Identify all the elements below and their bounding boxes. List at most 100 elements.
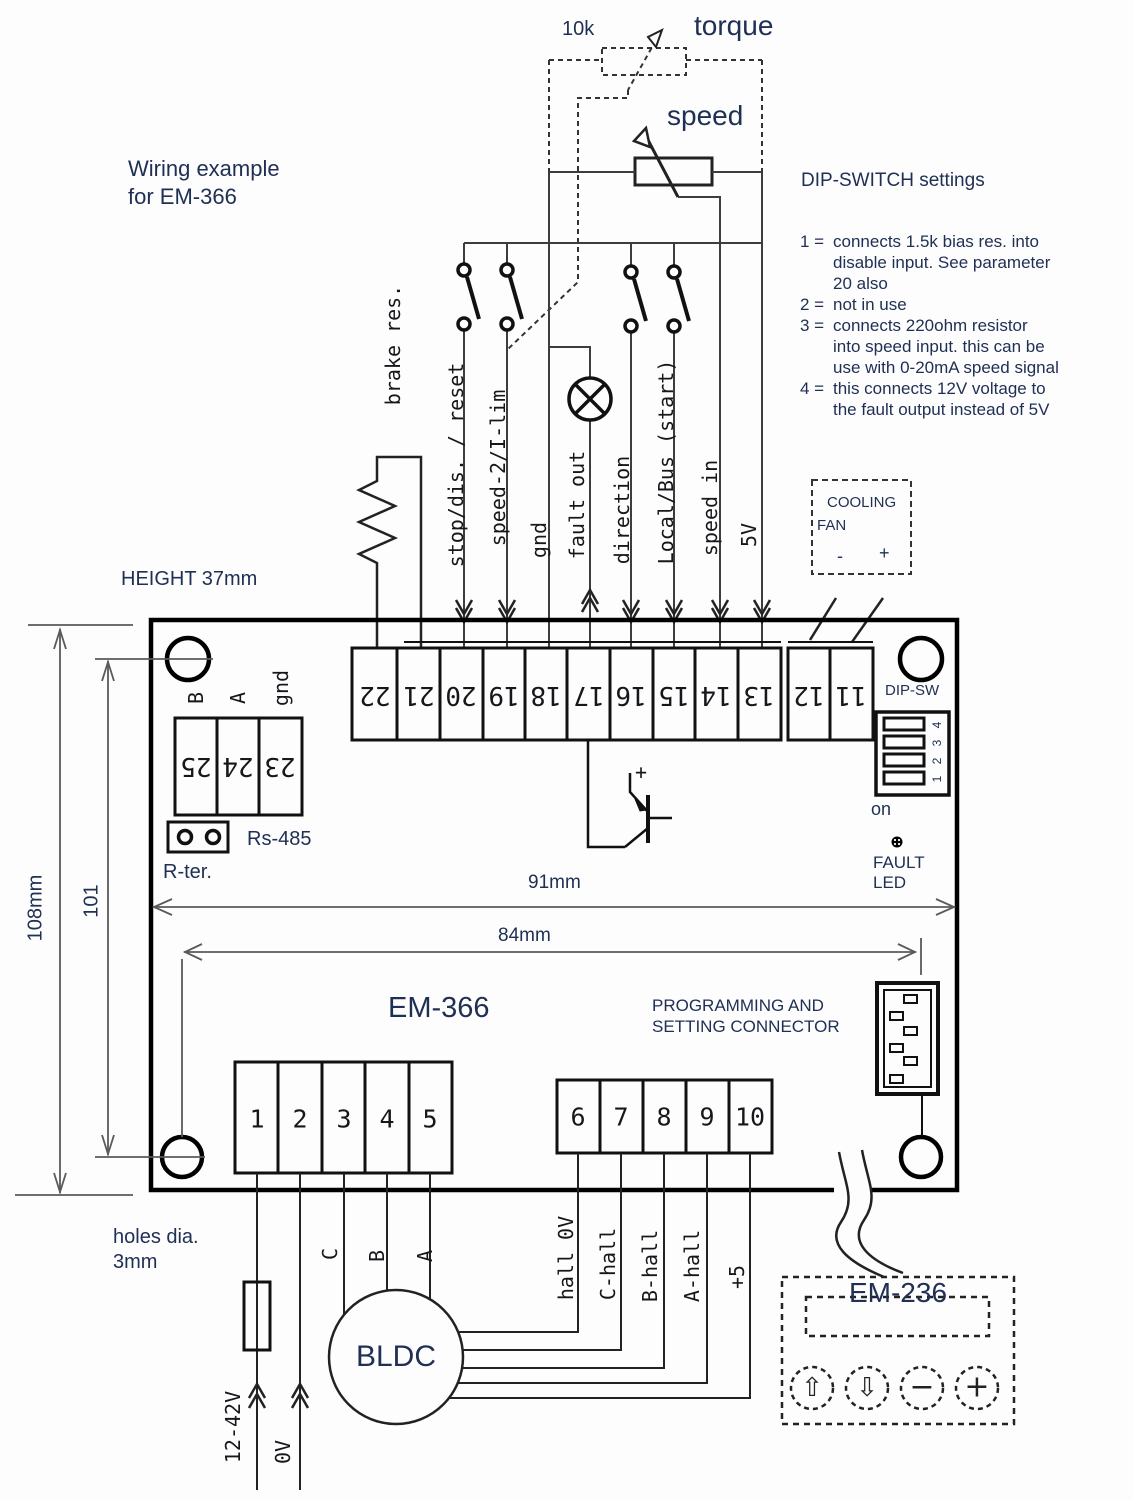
signal-wires <box>463 171 763 648</box>
wire-label-gnd: gnd <box>527 521 551 559</box>
prog-connector-label2: SETTING CONNECTOR <box>652 1017 840 1036</box>
wire-label-brake-res: brake res. <box>381 284 405 406</box>
holes-note-line2: 3mm <box>113 1251 158 1273</box>
cooling-fan-minus: - <box>837 546 843 566</box>
programming-connector <box>875 981 940 1136</box>
em236-down-button-icon: ⇩ <box>856 1373 878 1403</box>
dip-note-1-num: 1 = <box>800 232 825 251</box>
torque-wiper-arrow <box>646 27 664 50</box>
terminal-24: 24 <box>222 751 254 781</box>
phase-a-label: A <box>413 1249 437 1263</box>
terminal-9: 9 <box>699 1102 715 1132</box>
dim-101: 101 <box>80 884 103 918</box>
rs-col-a: A <box>226 691 250 705</box>
terminal-13: 13 <box>743 680 775 710</box>
fault-led-label1: FAULT <box>873 853 925 872</box>
dip-note-3-num: 3 = <box>800 316 825 335</box>
terminal-7: 7 <box>613 1102 629 1132</box>
dip-note-4-num: 4 = <box>800 379 825 398</box>
supply-voltage-label: 12-42V <box>221 1390 245 1464</box>
fuse <box>242 1280 272 1352</box>
terminal-14: 14 <box>700 680 732 710</box>
fault-lamp <box>567 376 613 422</box>
terminal-21: 21 <box>403 680 435 710</box>
fault-led <box>891 836 903 848</box>
dip-pin-3: 3 <box>930 739 944 747</box>
torque-pot <box>506 39 763 351</box>
rs-col-b: B <box>184 691 208 705</box>
cooling-fan-label2: FAN <box>817 517 847 534</box>
torque-label: torque <box>694 10 774 41</box>
c-hall-label: C-hall <box>596 1227 620 1301</box>
wire-label-stop-reset: stop/dis. / reset <box>444 362 468 568</box>
hall-0v-label: hall 0V <box>554 1215 578 1301</box>
dip-note-1-line2: disable input. See parameter <box>833 253 1051 272</box>
cable-gap <box>834 1183 870 1197</box>
terminal-25: 25 <box>180 751 212 781</box>
wire-label-direction: direction <box>610 455 634 565</box>
dip-note-4-line1: this connects 12V voltage to <box>833 379 1046 398</box>
fault-led-label2: LED <box>873 873 907 892</box>
board-model-label: EM-366 <box>388 992 490 1024</box>
em236-up-button-icon: ⇧ <box>801 1373 823 1403</box>
terminal-4: 4 <box>379 1104 395 1134</box>
pot-resistance-label: 10k <box>562 18 595 40</box>
phase-b-label: B <box>365 1249 389 1263</box>
wire-label-localbus: Local/Bus (start) <box>654 359 678 565</box>
b-hall-label: B-hall <box>638 1229 662 1303</box>
dip-note-1-line1: connects 1.5k bias res. into <box>833 232 1040 251</box>
prog-connector-label1: PROGRAMMING AND <box>652 996 824 1015</box>
dimension-lines <box>15 624 957 1196</box>
height-dimension: HEIGHT 37mm <box>121 568 258 590</box>
terminal-8: 8 <box>656 1102 672 1132</box>
rs-col-gnd: gnd <box>269 669 293 707</box>
bldc-motor-circle <box>327 1288 465 1426</box>
programmer-cable <box>835 1149 904 1279</box>
dip-pin-4: 4 <box>930 721 944 729</box>
terminal-strip-top <box>350 641 875 742</box>
cooling-fan-label1: COOLING <box>827 494 897 511</box>
motor-wires <box>256 1153 751 1490</box>
terminal-1: 1 <box>249 1104 265 1134</box>
em236-label: EM-236 <box>848 1277 948 1308</box>
toggle-switches <box>456 262 691 334</box>
rs485-label: Rs-485 <box>247 828 312 850</box>
terminal-23: 23 <box>264 751 296 781</box>
terminal-22: 22 <box>359 680 391 710</box>
wire-label-speed-in: speed in <box>698 459 722 557</box>
supply-arrows <box>247 1381 310 1409</box>
em236-plus-button-icon: + <box>964 1369 990 1405</box>
terminal-16: 16 <box>615 680 647 710</box>
terminal-18: 18 <box>530 680 562 710</box>
transistor-plus: + <box>634 760 648 784</box>
zero-volt-label: 0V <box>271 1439 295 1465</box>
wire-label-fault-out: fault out <box>565 450 589 560</box>
terminal-10: 10 <box>734 1102 766 1132</box>
dip-notes-title: DIP-SWITCH settings <box>801 170 985 191</box>
speed-pot <box>631 125 714 198</box>
dip-note-1-line3: 20 also <box>833 274 888 293</box>
dim-108mm: 108mm <box>24 874 47 942</box>
wire-label-speed2: speed-2/I-lim <box>486 389 510 547</box>
terminal-15: 15 <box>658 680 690 710</box>
dim-84mm: 84mm <box>498 925 551 946</box>
dip-sw-label: DIP-SW <box>885 682 940 699</box>
dip-note-2-line1: not in use <box>833 295 907 314</box>
terminal-5: 5 <box>422 1104 438 1134</box>
wire-label-5v: 5V <box>737 522 761 548</box>
dip-pin-1: 1 <box>930 775 944 783</box>
holes-note-line1: holes dia. <box>113 1226 199 1248</box>
dim-91mm: 91mm <box>528 872 581 893</box>
dip-note-2-num: 2 = <box>800 295 825 314</box>
plus5-label: +5 <box>725 1264 749 1290</box>
dip-note-3-line1: connects 220ohm resistor <box>833 316 1028 335</box>
terminal-2: 2 <box>292 1104 308 1134</box>
brake-resistor <box>355 455 423 648</box>
opto-transistor <box>586 740 672 849</box>
terminal-6: 6 <box>570 1102 586 1132</box>
dip-pin-2: 2 <box>930 757 944 765</box>
a-hall-label: A-hall <box>680 1229 704 1303</box>
rs485-terminal-block <box>166 716 304 854</box>
terminal-19: 19 <box>488 680 520 710</box>
